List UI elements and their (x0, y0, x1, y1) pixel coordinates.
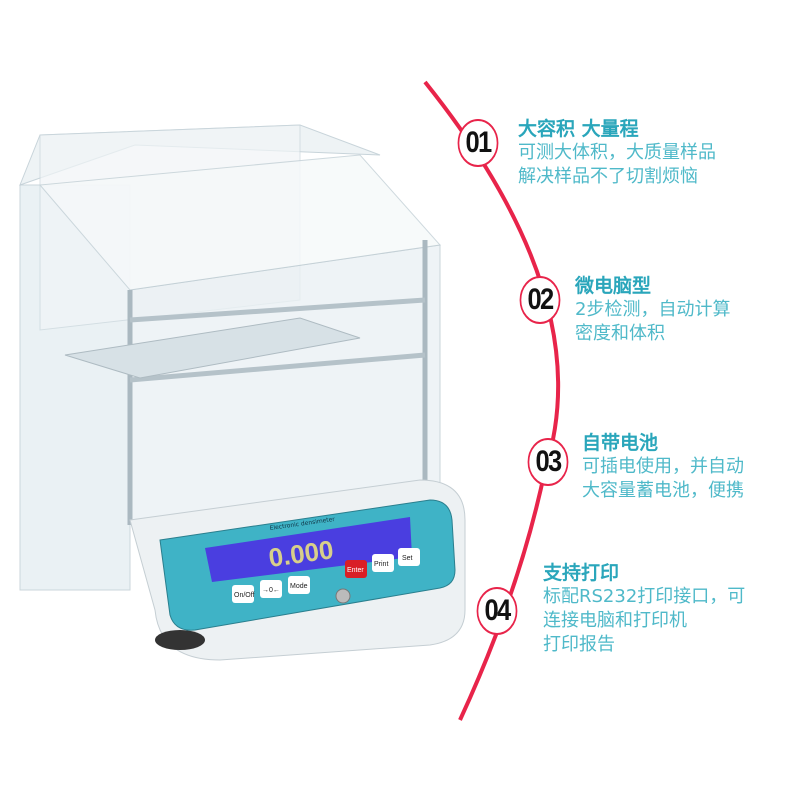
print-button[interactable] (372, 554, 394, 572)
densimeter-illustration: Electronic densimeter 0.000 On/Off →0← M… (19, 124, 466, 661)
feature-line: 解决样品不了切割烦恼 (518, 166, 698, 187)
enter-label: Enter (347, 567, 364, 574)
feature-title: 微电脑型 (575, 275, 652, 297)
on-off-button[interactable] (232, 585, 254, 603)
print-label: Print (374, 561, 388, 568)
level-bubble-icon (335, 588, 351, 604)
feature-title: 自带电池 (582, 432, 659, 454)
feature-line: 密度和体积 (575, 323, 665, 344)
feature-line: 可测大体积，大质量样品 (518, 142, 716, 163)
feature-title: 支持打印 (543, 562, 620, 584)
lcd-display (205, 517, 412, 582)
feature-number-badge: 03 (527, 438, 569, 486)
mode-label: Mode (290, 583, 308, 590)
feature-number-badge: 02 (519, 276, 561, 324)
feature-title: 大容积 大量程 (518, 118, 639, 140)
feature-03: 自带电池 可插电使用，并自动 大容量蓄电池，便携 (582, 431, 744, 503)
set-button[interactable] (398, 548, 420, 566)
set-label: Set (402, 555, 413, 562)
feature-number-badge: 04 (476, 587, 518, 635)
feature-02: 微电脑型 2步检测，自动计算 密度和体积 (575, 274, 730, 346)
mode-button[interactable] (288, 576, 310, 594)
feature-01: 大容积 大量程 可测大体积，大质量样品 解决样品不了切割烦恼 (518, 117, 716, 189)
feature-number-badge: 01 (457, 119, 499, 167)
glass-draft-shield (19, 124, 441, 591)
feature-line: 标配RS232打印接口，可 (543, 586, 746, 607)
tare-label: →0← (262, 587, 280, 594)
feature-04: 支持打印 标配RS232打印接口，可 连接电脑和打印机 打印报告 (543, 561, 745, 657)
feature-line: 大容量蓄电池，便携 (582, 480, 744, 501)
feature-line: 2步检测，自动计算 (575, 299, 731, 320)
feature-line: 打印报告 (543, 634, 615, 655)
tare-button[interactable] (260, 580, 282, 598)
enter-button[interactable] (345, 560, 367, 578)
feature-line: 可插电使用，并自动 (582, 456, 744, 477)
feature-line: 连接电脑和打印机 (543, 610, 687, 631)
on-off-label: On/Off (234, 592, 255, 599)
